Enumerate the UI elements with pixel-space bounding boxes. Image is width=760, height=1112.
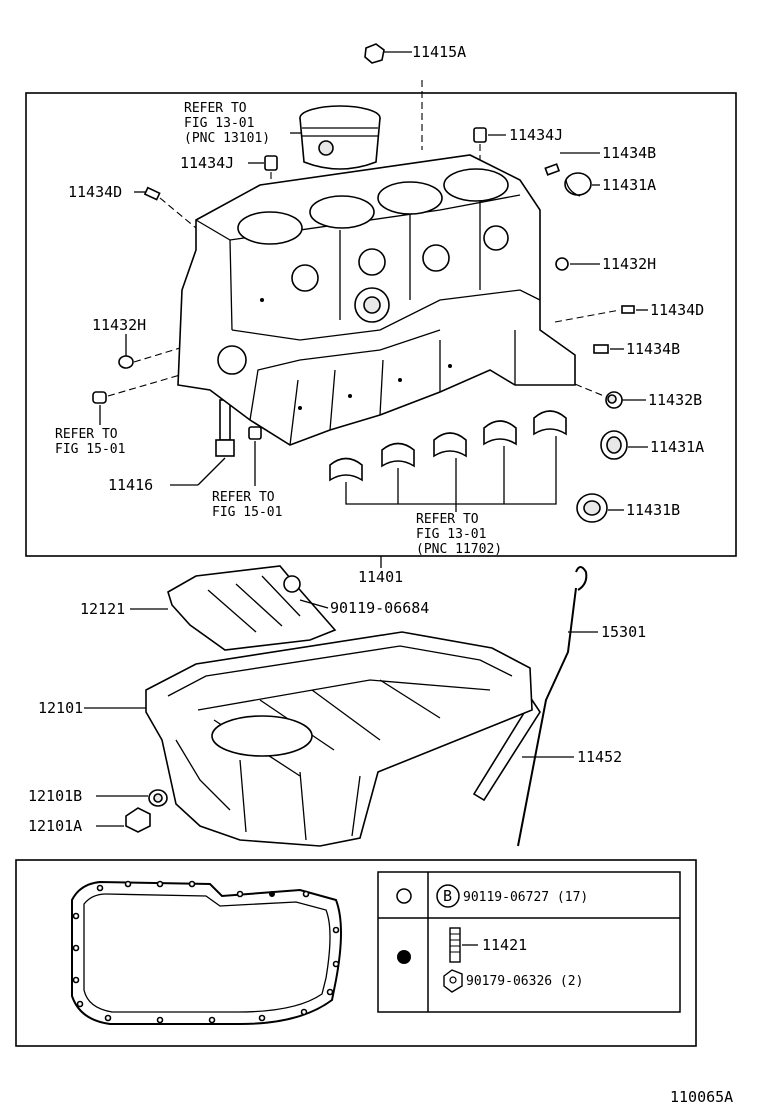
bearing-refer-line2: FIG 13-01	[416, 527, 486, 542]
piston-refer-line3: (PNC 13101)	[184, 131, 270, 146]
part-11416-drawing	[170, 399, 235, 486]
part-11431A-bottom-drawing	[600, 430, 648, 460]
filled-circle-symbol	[397, 950, 411, 964]
part-number-11432B: 11432B	[648, 391, 702, 409]
part-12121-baffle-drawing	[130, 565, 337, 651]
part-number-11432H-left: 11432H	[92, 316, 146, 334]
middle-refer-line2: FIG 15-01	[212, 505, 282, 520]
part-number-11431A-top: 11431A	[602, 176, 656, 194]
part-number-11434D-left: 11434D	[68, 183, 122, 201]
part-11434D-right-drawing	[554, 305, 648, 323]
bearing-refer-line3: (PNC 11702)	[416, 542, 502, 557]
cylinder-block-drawing	[177, 154, 576, 446]
part-11432H-right-drawing	[555, 257, 600, 271]
legend-row2-text: 11421	[482, 936, 527, 954]
piston-refer-line2: FIG 13-01	[184, 116, 254, 131]
part-number-11415A: 11415A	[412, 43, 466, 61]
b-symbol-icon	[436, 884, 460, 908]
stud-bolt-icon	[449, 927, 478, 963]
figure-id: 110065A	[670, 1088, 733, 1106]
legend-row1-text: 90119-06727 (17)	[463, 890, 588, 905]
piston-drawing	[290, 105, 381, 170]
part-number-11431A-bottom: 11431A	[650, 438, 704, 456]
part-12101A-plug-drawing	[96, 807, 151, 833]
part-number-15301: 15301	[601, 623, 646, 641]
part-12101B-gasket-drawing	[96, 789, 168, 807]
part-number-11452: 11452	[577, 748, 622, 766]
part-number-11401: 11401	[358, 568, 403, 586]
part-number-11434J-left: 11434J	[180, 154, 234, 172]
part-11434D-left-drawing	[134, 186, 197, 229]
part-number-11432H-right: 11432H	[602, 255, 656, 273]
part-11434J-right-drawing	[473, 127, 506, 170]
left-refer-line1: REFER TO	[55, 427, 118, 442]
part-11431A-top-drawing	[564, 172, 600, 197]
open-circle-symbol	[396, 888, 412, 904]
part-number-12101: 12101	[38, 699, 83, 717]
legend-row3-text: 90179-06326 (2)	[466, 974, 583, 989]
part-11432B-drawing	[564, 379, 646, 409]
part-11432H-left-drawing	[118, 334, 181, 369]
left-plug-drawing	[92, 374, 181, 425]
part-11434B-middle-drawing	[593, 344, 624, 354]
part-11452-guide-drawing	[472, 698, 574, 802]
nut-icon	[443, 969, 463, 993]
piston-refer-line1: REFER TO	[184, 101, 247, 116]
part-15301-dipstick-drawing	[517, 566, 598, 847]
part-11415A-drawing	[364, 43, 423, 150]
part-number-12101A: 12101A	[28, 817, 82, 835]
middle-refer-line1: REFER TO	[212, 490, 275, 505]
part-11431B-drawing	[576, 493, 624, 523]
gasket-legend-frame	[15, 859, 697, 1047]
fastener-legend-table	[377, 871, 681, 1013]
bearing-refer-line1: REFER TO	[416, 512, 479, 527]
part-number-11431B: 11431B	[626, 501, 680, 519]
part-11434B-top-drawing	[544, 152, 600, 176]
oil-pan-gasket-outline-drawing	[71, 880, 342, 1025]
middle-dowel-drawing	[248, 426, 262, 486]
part-number-90119-06684: 90119-06684	[330, 599, 429, 617]
part-number-11434J-right: 11434J	[509, 126, 563, 144]
part-number-11416: 11416	[108, 476, 153, 494]
part-number-11434D-right: 11434D	[650, 301, 704, 319]
part-number-12121: 12121	[80, 600, 125, 618]
part-12101-oil-pan-drawing	[84, 631, 533, 847]
part-number-12101B: 12101B	[28, 787, 82, 805]
part-number-11434B-middle: 11434B	[626, 340, 680, 358]
part-number-11434B-top: 11434B	[602, 144, 656, 162]
legend-b-letter: B	[443, 887, 452, 905]
main-bearings-drawing	[329, 410, 567, 512]
left-refer-line2: FIG 15-01	[55, 442, 125, 457]
